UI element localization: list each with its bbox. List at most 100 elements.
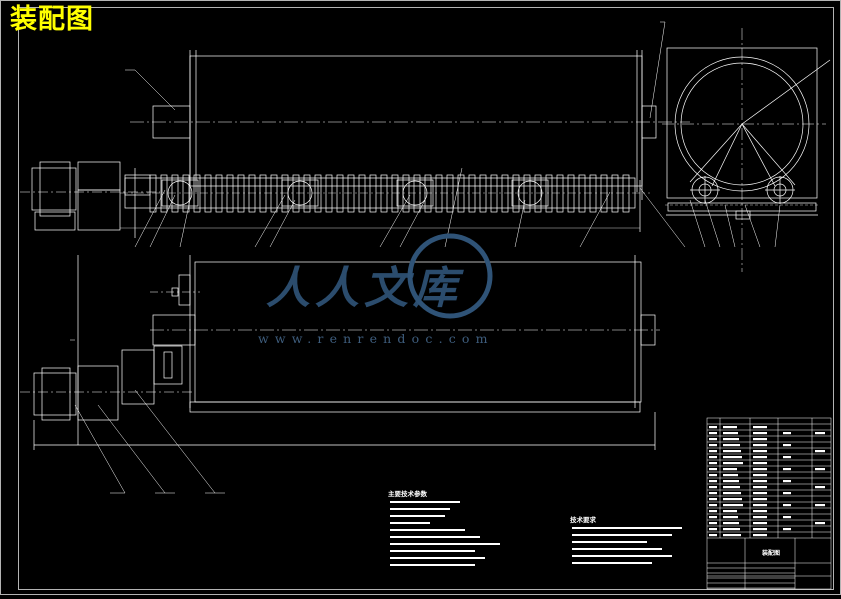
requirement-line-mark (572, 555, 672, 557)
chain-tooth (303, 174, 311, 213)
requirement-line-mark (572, 541, 647, 543)
cell-mark (753, 438, 767, 441)
chain-tooth (259, 174, 267, 213)
top-view-motor (20, 161, 160, 231)
chain-tooth (501, 174, 509, 213)
cell-mark (723, 432, 738, 435)
chain-tooth (380, 174, 388, 213)
cell-mark (783, 468, 791, 471)
cell-mark (723, 462, 743, 465)
chain-tooth (556, 174, 564, 213)
cell-mark (709, 468, 717, 471)
chain-tooth (336, 174, 344, 213)
chain-tooth (369, 174, 377, 213)
watermark-url: www.renrendoc.com (258, 331, 494, 346)
cell-mark (753, 456, 767, 459)
cell-mark (753, 426, 767, 429)
chain-tooth (600, 174, 608, 213)
cell-mark (753, 492, 767, 495)
cell-mark (753, 450, 767, 453)
parameter-line-mark (390, 564, 475, 566)
cell-mark (815, 432, 825, 435)
cell-mark (753, 534, 767, 537)
cell-mark (783, 432, 791, 435)
sprocket-hub (287, 180, 313, 206)
cell-mark (753, 516, 767, 519)
cell-mark (723, 426, 737, 429)
bottom-view-leaders (70, 339, 225, 494)
parameter-line-mark (390, 543, 500, 545)
title-block-name: 装配图 (762, 550, 781, 557)
cell-mark (723, 534, 741, 537)
cell-mark (815, 450, 825, 453)
parameter-line-mark (390, 522, 430, 524)
cell-mark (709, 444, 717, 447)
chain-tooth (457, 174, 465, 213)
cell-mark (709, 432, 717, 435)
chain-tooth (589, 174, 597, 213)
chain-tooth (193, 174, 201, 213)
cell-mark (815, 468, 825, 471)
chain-tooth (270, 174, 278, 213)
title-block (706, 417, 832, 590)
cell-mark (753, 528, 767, 531)
cell-mark (709, 534, 717, 537)
cell-mark (723, 492, 741, 495)
cell-mark (709, 456, 717, 459)
top-view-drum (130, 50, 690, 200)
cell-mark (783, 504, 791, 507)
chain-tooth (435, 174, 443, 213)
chain-tooth (248, 174, 256, 213)
title-block-marks (709, 426, 825, 537)
sprocket-housing (161, 179, 199, 207)
chain-tooth (523, 174, 531, 213)
bottom-view-drum (150, 255, 660, 413)
requirement-line-mark (572, 534, 672, 536)
cell-mark (723, 468, 737, 471)
requirement-line-mark (572, 548, 662, 550)
sprocket-hub (167, 180, 193, 206)
parameter-line-mark (390, 557, 485, 559)
cell-mark (723, 528, 740, 531)
sprocket-housing (281, 179, 319, 207)
cell-mark (723, 444, 740, 447)
requirement-line-mark (572, 527, 682, 529)
chain-tooth (292, 174, 300, 213)
cell-mark (723, 498, 742, 501)
chain-tooth (160, 174, 168, 213)
chain-tooth (347, 174, 355, 213)
cell-mark (709, 492, 717, 495)
chain-tooth (413, 174, 421, 213)
cell-mark (753, 444, 767, 447)
chain-tooth (479, 174, 487, 213)
cell-mark (753, 474, 767, 477)
side-view (662, 28, 831, 272)
chain-tooth (171, 174, 179, 213)
chain-tooth (578, 174, 586, 213)
chain-tooth (446, 174, 454, 213)
inner-frame (18, 7, 834, 590)
cell-mark (723, 450, 741, 453)
chain-tooth (468, 174, 476, 213)
cell-mark (815, 522, 825, 525)
cell-mark (753, 504, 767, 507)
cell-mark (753, 498, 767, 501)
cell-mark (723, 522, 739, 525)
cell-mark (709, 462, 717, 465)
cell-mark (709, 522, 717, 525)
sprocket-housing (396, 179, 434, 207)
chain-tooth (490, 174, 498, 213)
chain-tooth (358, 174, 366, 213)
parameter-line-mark (390, 550, 475, 552)
cell-mark (815, 486, 825, 489)
sprocket-hub (402, 180, 428, 206)
cell-mark (723, 480, 739, 483)
cell-mark (783, 516, 791, 519)
top-view-chain-band (120, 168, 650, 238)
cell-mark (709, 426, 717, 429)
sprocket-housing (511, 179, 549, 207)
cell-mark (709, 450, 717, 453)
cell-mark (709, 510, 717, 513)
